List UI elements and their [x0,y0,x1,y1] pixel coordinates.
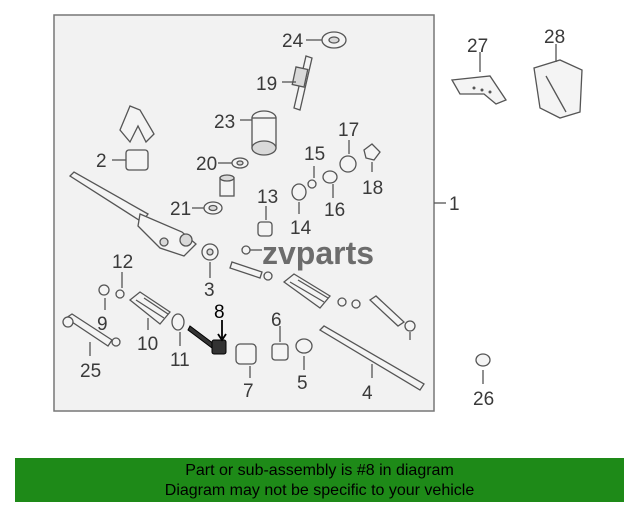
callout-16: 16 [324,200,345,221]
callout-19: 19 [256,74,277,95]
part-21-seal [192,201,223,215]
callout-2: 2 [96,151,107,172]
callout-14: 14 [290,218,312,239]
part-12-clamp [115,272,125,299]
part-8-bolt [187,320,227,355]
part-27-cover [450,52,507,105]
part-23-valve [240,110,277,156]
callout-13: 13 [257,187,278,208]
callout-23: 23 [214,112,235,133]
callout-6: 6 [271,310,282,331]
callout-7: 7 [243,381,254,402]
callout-18: 18 [362,178,383,199]
part-6-bushing [271,326,289,361]
part-17-cap [339,140,357,173]
part-25-tie-rod [62,313,121,356]
callout-20: 20 [196,154,217,175]
watermark-text: zvparts [262,235,374,271]
callout-12: 12 [112,252,133,273]
callout-5: 5 [297,373,308,394]
part-13-bushing [257,206,273,237]
notice-banner: Part or sub-assembly is #8 in diagram Di… [15,458,624,502]
callout-28: 28 [544,27,565,48]
callout-11: 11 [170,350,190,371]
part-10-boot [128,291,171,330]
callout-21: 21 [170,199,191,220]
bushing-unlabeled [219,174,235,197]
callout-9: 9 [97,314,108,335]
callout-4: 4 [362,383,373,404]
part-7-bushing [235,343,257,378]
part-16-seal [322,170,338,198]
callout-17: 17 [338,120,359,141]
callout-8: 8 [214,302,225,323]
callout-15: 15 [304,144,325,165]
banner-line-1: Part or sub-assembly is #8 in diagram [185,462,454,479]
part-18-plug [363,143,381,172]
part-5-bushing [295,338,313,370]
banner-line-2: Diagram may not be specific to your vehi… [164,482,475,499]
part-14-clip [291,183,307,214]
callout-26: 26 [473,389,494,410]
inner-tie-rod [229,245,273,281]
part-9-nut [98,284,110,310]
part-4-rack [318,325,425,391]
part-11-clamp [171,313,185,346]
callout-labels: 1234567891011121314151617181920212324252… [80,27,565,410]
part-26-cap [475,353,491,384]
part-20-seal [218,157,249,169]
callout-27: 27 [467,36,488,57]
part-24-cap [306,31,347,49]
part-19-shaft [282,55,313,111]
right-boot [282,273,361,309]
callout-1: 1 [449,194,460,215]
callout-10: 10 [137,334,158,355]
callout-25: 25 [80,361,101,382]
rack-housing [68,171,197,257]
part-28-boot [533,44,583,119]
part-2-bracket [112,105,155,171]
callout-24: 24 [282,31,304,52]
right-outer-tie-rod [368,295,416,340]
callout-3: 3 [204,280,215,301]
part-15-nut [307,166,317,189]
part-3-washer [201,243,219,278]
